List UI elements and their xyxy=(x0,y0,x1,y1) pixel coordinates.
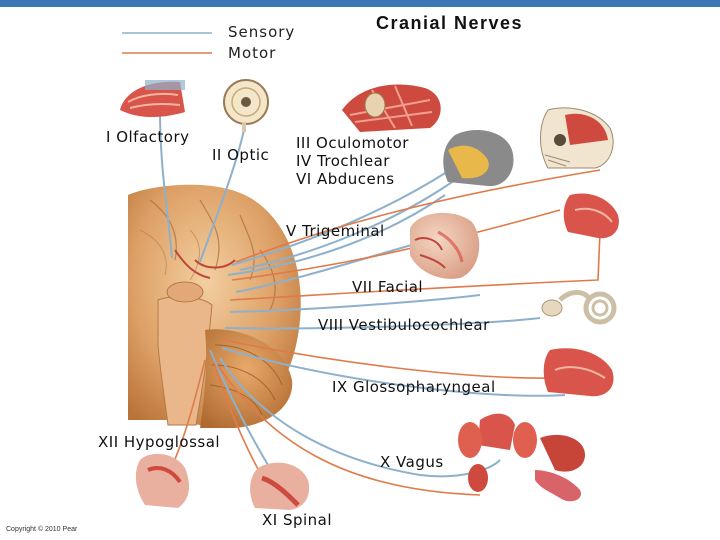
vagus-organs xyxy=(458,413,585,502)
nasal-cavity xyxy=(120,80,185,117)
eye-muscles xyxy=(342,84,441,132)
label-oculomotor: III Oculomotor xyxy=(296,134,409,152)
copyright-text: Copyright © 2010 Pear xyxy=(6,526,78,533)
skull-muscles xyxy=(540,107,614,169)
label-optic: II Optic xyxy=(212,146,270,164)
inner-ear xyxy=(541,290,617,325)
mouth-cross-section xyxy=(563,193,619,239)
page-title: Cranial Nerves xyxy=(376,13,524,33)
hypoglossal-head xyxy=(135,453,190,508)
label-trigeminal: V Trigeminal xyxy=(286,222,385,240)
head-oculomotor xyxy=(443,130,514,187)
label-olfactory: I Olfactory xyxy=(106,128,190,146)
label-glossopharyngeal: IX Glossopharyngeal xyxy=(332,378,496,396)
label-vestibulocochlear: VIII Vestibulocochlear xyxy=(318,316,490,334)
label-trochlear: IV Trochlear xyxy=(296,152,390,170)
pharynx xyxy=(543,348,614,397)
label-hypoglossal: XII Hypoglossal xyxy=(98,433,221,451)
label-spinal: XI Spinal xyxy=(262,511,333,529)
legend-sensory-label: Sensory xyxy=(228,23,296,41)
label-abducens: VI Abducens xyxy=(296,170,395,188)
eyeball xyxy=(223,79,269,132)
legend-motor-label: Motor xyxy=(228,44,277,62)
face-trigeminal xyxy=(410,212,480,279)
brain xyxy=(128,184,301,428)
label-facial: VII Facial xyxy=(352,278,424,296)
top-accent-bar xyxy=(0,0,720,7)
label-vagus: X Vagus xyxy=(380,453,444,471)
spinal-neck xyxy=(250,462,310,510)
